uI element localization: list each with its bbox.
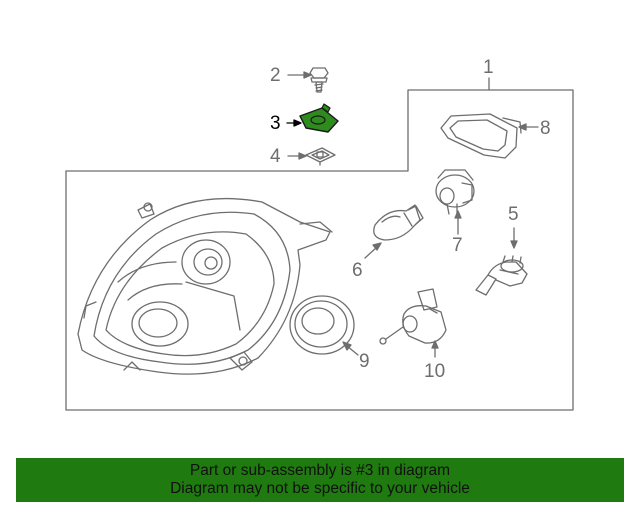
part-3-bracket-highlighted bbox=[299, 103, 339, 133]
callout-3: 3 bbox=[270, 113, 281, 134]
callout-6: 6 bbox=[352, 260, 363, 281]
headlight-housing bbox=[77, 197, 333, 375]
callout-7: 7 bbox=[452, 235, 463, 256]
part-4-clip-nut bbox=[305, 147, 336, 166]
callout-4: 4 bbox=[270, 146, 281, 167]
callout-6-arrow bbox=[372, 242, 382, 251]
callout-10: 10 bbox=[424, 361, 446, 382]
callout-5: 5 bbox=[508, 204, 519, 225]
part-2-bolt bbox=[309, 67, 329, 93]
callout-1: 1 bbox=[483, 57, 494, 78]
part-8-cover-cap bbox=[440, 113, 522, 159]
callout-9: 9 bbox=[359, 351, 370, 372]
callout-3-arrow bbox=[293, 119, 302, 127]
callout-10-arrow bbox=[431, 340, 439, 349]
diagram-notice-banner: Part or sub-assembly is #3 in diagram Di… bbox=[16, 458, 624, 502]
callout-5-arrow bbox=[510, 240, 518, 249]
part-7-bulb-socket bbox=[435, 169, 475, 215]
part-6-indicator-bulb bbox=[373, 204, 424, 241]
callout-8: 8 bbox=[540, 118, 551, 139]
assembly-frame bbox=[65, 89, 574, 411]
part-10-halogen-bulb-socket bbox=[379, 288, 447, 345]
callout-2-arrow bbox=[303, 71, 312, 79]
banner-line-disclaimer: Diagram may not be specific to your vehi… bbox=[170, 480, 470, 497]
callout-7-arrow bbox=[454, 210, 462, 219]
part-9-dust-seal bbox=[289, 295, 355, 355]
part-5-halogen-bulb bbox=[475, 255, 528, 296]
callout-9-arrow bbox=[342, 341, 352, 351]
callout-2: 2 bbox=[270, 65, 281, 86]
callout-6-leader bbox=[364, 246, 378, 259]
callout-8-arrow bbox=[518, 123, 527, 131]
callout-4-arrow bbox=[298, 152, 307, 160]
banner-line-part-reference: Part or sub-assembly is #3 in diagram bbox=[189, 462, 451, 479]
